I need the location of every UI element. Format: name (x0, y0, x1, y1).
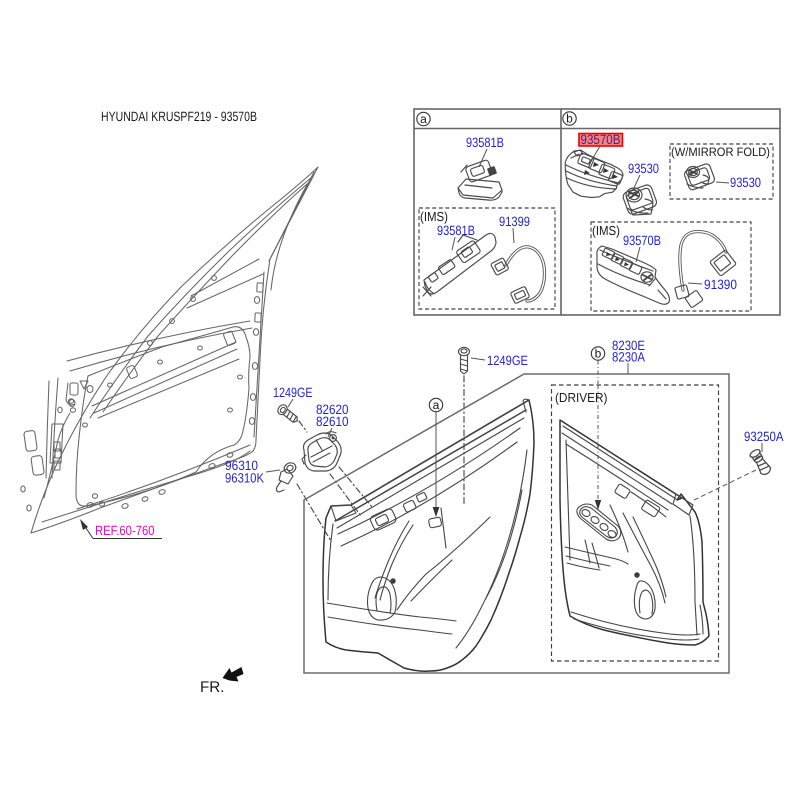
svg-text:96310: 96310 (225, 458, 258, 473)
svg-text:REF.60-760: REF.60-760 (95, 523, 155, 538)
svg-text:b: b (595, 347, 602, 361)
svg-text:96310K: 96310K (225, 471, 264, 486)
svg-text:93250A: 93250A (744, 429, 784, 444)
svg-text:(IMS): (IMS) (420, 209, 448, 224)
svg-text:82610: 82610 (316, 414, 349, 429)
svg-text:(IMS): (IMS) (592, 223, 620, 238)
svg-text:a: a (420, 112, 427, 126)
svg-text:93581B: 93581B (466, 135, 504, 150)
svg-text:(DRIVER): (DRIVER) (555, 390, 608, 405)
svg-text:HYUNDAI KRUSPF219 - 93570B: HYUNDAI KRUSPF219 - 93570B (101, 109, 257, 124)
svg-text:93530: 93530 (628, 161, 659, 176)
svg-text:b: b (566, 112, 573, 126)
svg-text:FR.: FR. (200, 679, 225, 696)
svg-text:93570B: 93570B (623, 233, 661, 248)
svg-text:93570B: 93570B (581, 132, 621, 147)
svg-text:a: a (433, 398, 440, 412)
svg-text:93530: 93530 (730, 175, 761, 190)
svg-text:91399: 91399 (499, 214, 530, 229)
svg-text:91390: 91390 (704, 277, 737, 292)
svg-text:93581B: 93581B (437, 223, 475, 238)
svg-text:82620: 82620 (316, 402, 349, 417)
svg-text:1249GE: 1249GE (487, 353, 528, 368)
svg-text:(W/MIRROR FOLD): (W/MIRROR FOLD) (671, 145, 770, 159)
svg-text:1249GE: 1249GE (273, 385, 313, 400)
svg-text:8230A: 8230A (612, 350, 645, 365)
svg-text:8230E: 8230E (612, 338, 645, 353)
